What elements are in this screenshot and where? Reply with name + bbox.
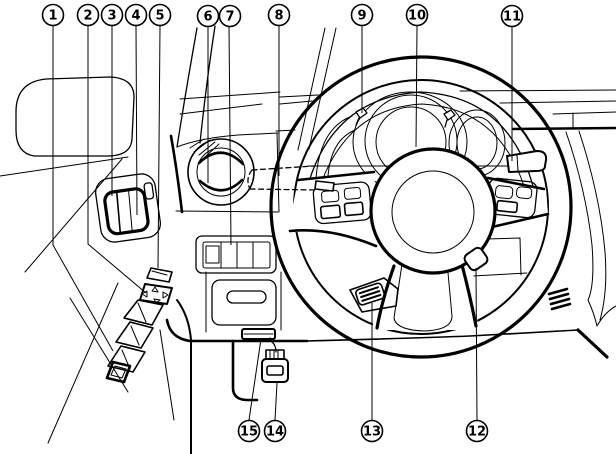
callout-8-label: 8 [274,9,283,24]
callout-14-remote-device: 14 [263,419,287,443]
turn-signal-lever [247,165,335,192]
storage-box [205,271,282,333]
dash-top-lines [179,89,616,132]
callout-9-cluster-knob: 9 [350,3,374,27]
callout-5-armrest-switch: 5 [148,3,172,27]
callout-15-label: 15 [240,425,258,440]
callout-11-wiper-lever: 11 [500,4,524,28]
callout-8-turn-signal-lever: 8 [267,3,291,27]
callout-13-label: 13 [363,425,381,440]
callout-2-label: 2 [83,9,92,24]
callout-7-switch-panel: 7 [218,4,242,28]
callout-12-label: 12 [468,425,486,440]
side-vent-panel [169,132,280,214]
steering-wheel [269,55,573,359]
callout-10-instrument-cluster: 10 [405,3,429,27]
callout-1-window-switches: 1 [41,3,65,27]
leader-lines [52,25,513,421]
hood-release-lever [241,328,276,340]
wiper-lever [506,150,548,173]
side-vent-slats [547,287,572,311]
round-air-vent [187,138,255,206]
callout-2-mirror-switch: 2 [76,3,100,27]
center-console-lines [565,130,616,327]
ignition-switch [463,246,489,272]
callout-15-hood-release: 15 [237,419,261,443]
door-handle [95,173,161,243]
left-spoke-buttons [312,181,372,225]
callout-6-label: 6 [203,10,212,25]
cruise-control-switch [349,277,399,313]
callout-9-label: 9 [357,9,366,24]
callout-10-label: 10 [408,9,426,24]
callouts: 1 2 3 4 5 6 7 8 [41,3,524,443]
callout-3-door-handle: 3 [100,3,124,27]
callout-4-label: 4 [131,9,140,24]
door-lock-switch [146,267,173,283]
callout-14-label: 14 [266,425,284,440]
remote-device [261,337,289,383]
power-window-switches [105,299,164,384]
callout-11-label: 11 [503,10,521,25]
under-dash-edges [165,318,609,402]
callout-1-label: 1 [48,9,57,24]
callout-6-air-vent: 6 [196,4,220,28]
callout-7-label: 7 [225,10,234,25]
switch-panel [195,235,277,274]
callout-12-ignition-switch: 12 [465,419,489,443]
callout-4-door-lock: 4 [124,3,148,27]
callout-13-cruise-switch: 13 [360,419,384,443]
callout-3-label: 3 [107,9,116,24]
mirror-control-switch [139,283,173,305]
a-pillar [176,25,337,151]
callout-5-label: 5 [155,9,164,24]
door-mirror [15,76,135,157]
